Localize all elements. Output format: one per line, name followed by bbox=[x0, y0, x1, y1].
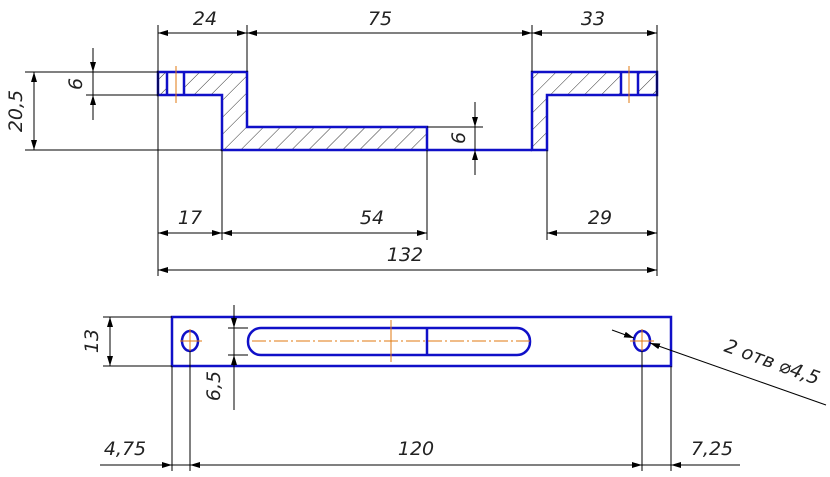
dim-label: 24 bbox=[193, 8, 217, 30]
plan-view: 13 6,5 4,75 120 7,25 2 отв ⌀4,5 bbox=[81, 305, 827, 471]
dim-label: 13 bbox=[81, 329, 103, 353]
dim-label: 17 bbox=[178, 207, 202, 229]
dim-label: 20,5 bbox=[5, 90, 27, 132]
section-view: 24 75 33 20,5 6 6 17 54 29 132 bbox=[5, 8, 659, 276]
dim-label: 132 bbox=[387, 244, 423, 266]
leader-arrow bbox=[611, 329, 635, 339]
dimension-lines bbox=[100, 305, 827, 468]
dim-label: 33 bbox=[581, 8, 605, 30]
dim-label: 29 bbox=[588, 207, 612, 229]
extension-lines bbox=[103, 316, 672, 471]
section-hatch-left bbox=[158, 72, 427, 150]
dim-label: 54 bbox=[360, 207, 384, 229]
plate-outline bbox=[170, 315, 673, 368]
dim-label: 7,25 bbox=[691, 438, 733, 460]
dim-label: 6,5 bbox=[203, 371, 225, 401]
dim-label: 6 bbox=[65, 78, 87, 90]
dimension-lines bbox=[31, 30, 657, 273]
dim-label: 120 bbox=[398, 438, 434, 460]
leader-line bbox=[649, 342, 827, 406]
dim-label: 4,75 bbox=[104, 438, 146, 460]
hole-callout: 2 отв ⌀4,5 bbox=[721, 335, 822, 390]
dim-label: 6 bbox=[448, 132, 470, 144]
dim-label: 75 bbox=[368, 8, 392, 30]
